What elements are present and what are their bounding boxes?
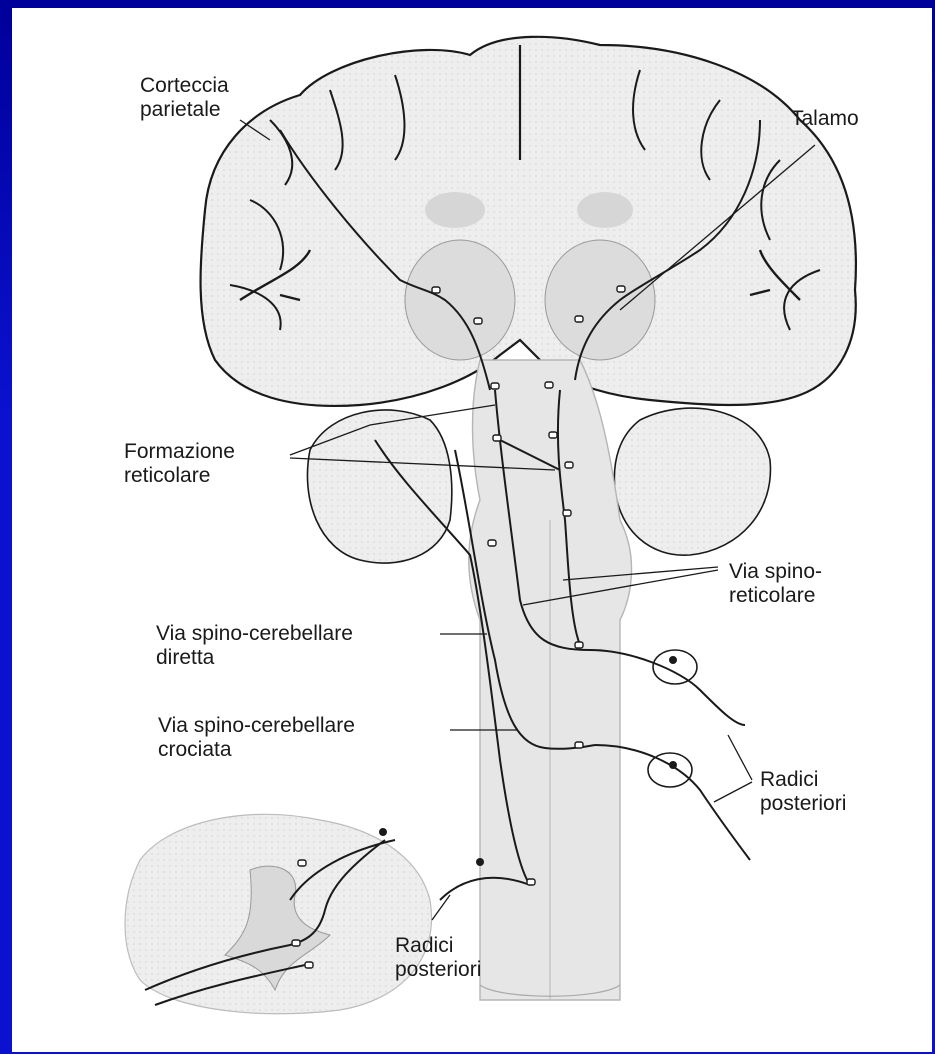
label-formazione-line1: Formazione	[124, 440, 235, 464]
cerebellum-right	[614, 408, 770, 555]
label-radici-bottom-line1: Radici	[395, 934, 481, 958]
thalamus-right	[545, 240, 655, 360]
ganglion-bottom-cell	[476, 858, 484, 866]
ganglion-cross-cell	[379, 828, 387, 836]
synapse	[292, 940, 300, 946]
leader-radici-right-1	[728, 735, 752, 780]
label-spinoreticolare-line1: Via spino-	[729, 560, 822, 584]
synapse	[617, 286, 625, 292]
label-corteccia-line2: parietale	[140, 98, 229, 122]
label-corteccia-line1: Corteccia	[140, 74, 229, 98]
synapse	[474, 318, 482, 324]
label-radici-bottom: Radici posteriori	[395, 934, 481, 982]
label-radici-right-line2: posteriori	[760, 792, 846, 816]
label-spcer-diretta-line2: diretta	[156, 646, 353, 670]
ganglion-upper	[653, 650, 697, 684]
synapse	[488, 540, 496, 546]
synapse	[545, 382, 553, 388]
ventricle-left	[425, 192, 485, 228]
synapse	[565, 462, 573, 468]
ventricle-right	[577, 192, 633, 228]
label-spinoreticolare: Via spino- reticolare	[729, 560, 822, 608]
synapse	[575, 316, 583, 322]
label-radici-bottom-line2: posteriori	[395, 958, 481, 982]
thalamus-left	[405, 240, 515, 360]
label-spcer-crociata-line1: Via spino-cerebellare	[158, 714, 355, 738]
label-talamo: Talamo	[791, 107, 859, 131]
synapse	[298, 860, 306, 866]
cerebellum-left	[307, 410, 451, 563]
label-radici-right: Radici posteriori	[760, 768, 846, 816]
label-formazione: Formazione reticolare	[124, 440, 235, 488]
synapse	[575, 742, 583, 748]
label-spcer-crociata-line2: crociata	[158, 738, 355, 762]
ganglion-lower	[648, 753, 692, 787]
synapse	[527, 879, 535, 885]
synapse	[493, 435, 501, 441]
synapse	[491, 383, 499, 389]
label-corteccia: Corteccia parietale	[140, 74, 229, 122]
label-formazione-line2: reticolare	[124, 464, 235, 488]
label-spinoreticolare-line2: reticolare	[729, 584, 822, 608]
label-radici-right-line1: Radici	[760, 768, 846, 792]
label-talamo-line1: Talamo	[791, 107, 859, 131]
synapse	[305, 962, 313, 968]
synapse	[575, 642, 583, 648]
ganglion-upper-cell	[669, 656, 677, 664]
cerebrum-section	[201, 37, 856, 406]
ganglion-lower-cell	[669, 761, 677, 769]
label-spcer-diretta: Via spino-cerebellare diretta	[156, 622, 353, 670]
label-spcer-diretta-line1: Via spino-cerebellare	[156, 622, 353, 646]
synapse	[432, 287, 440, 293]
synapse	[563, 510, 571, 516]
synapse	[549, 432, 557, 438]
label-spcer-crociata: Via spino-cerebellare crociata	[158, 714, 355, 762]
leader-radici-right-2	[714, 782, 752, 802]
